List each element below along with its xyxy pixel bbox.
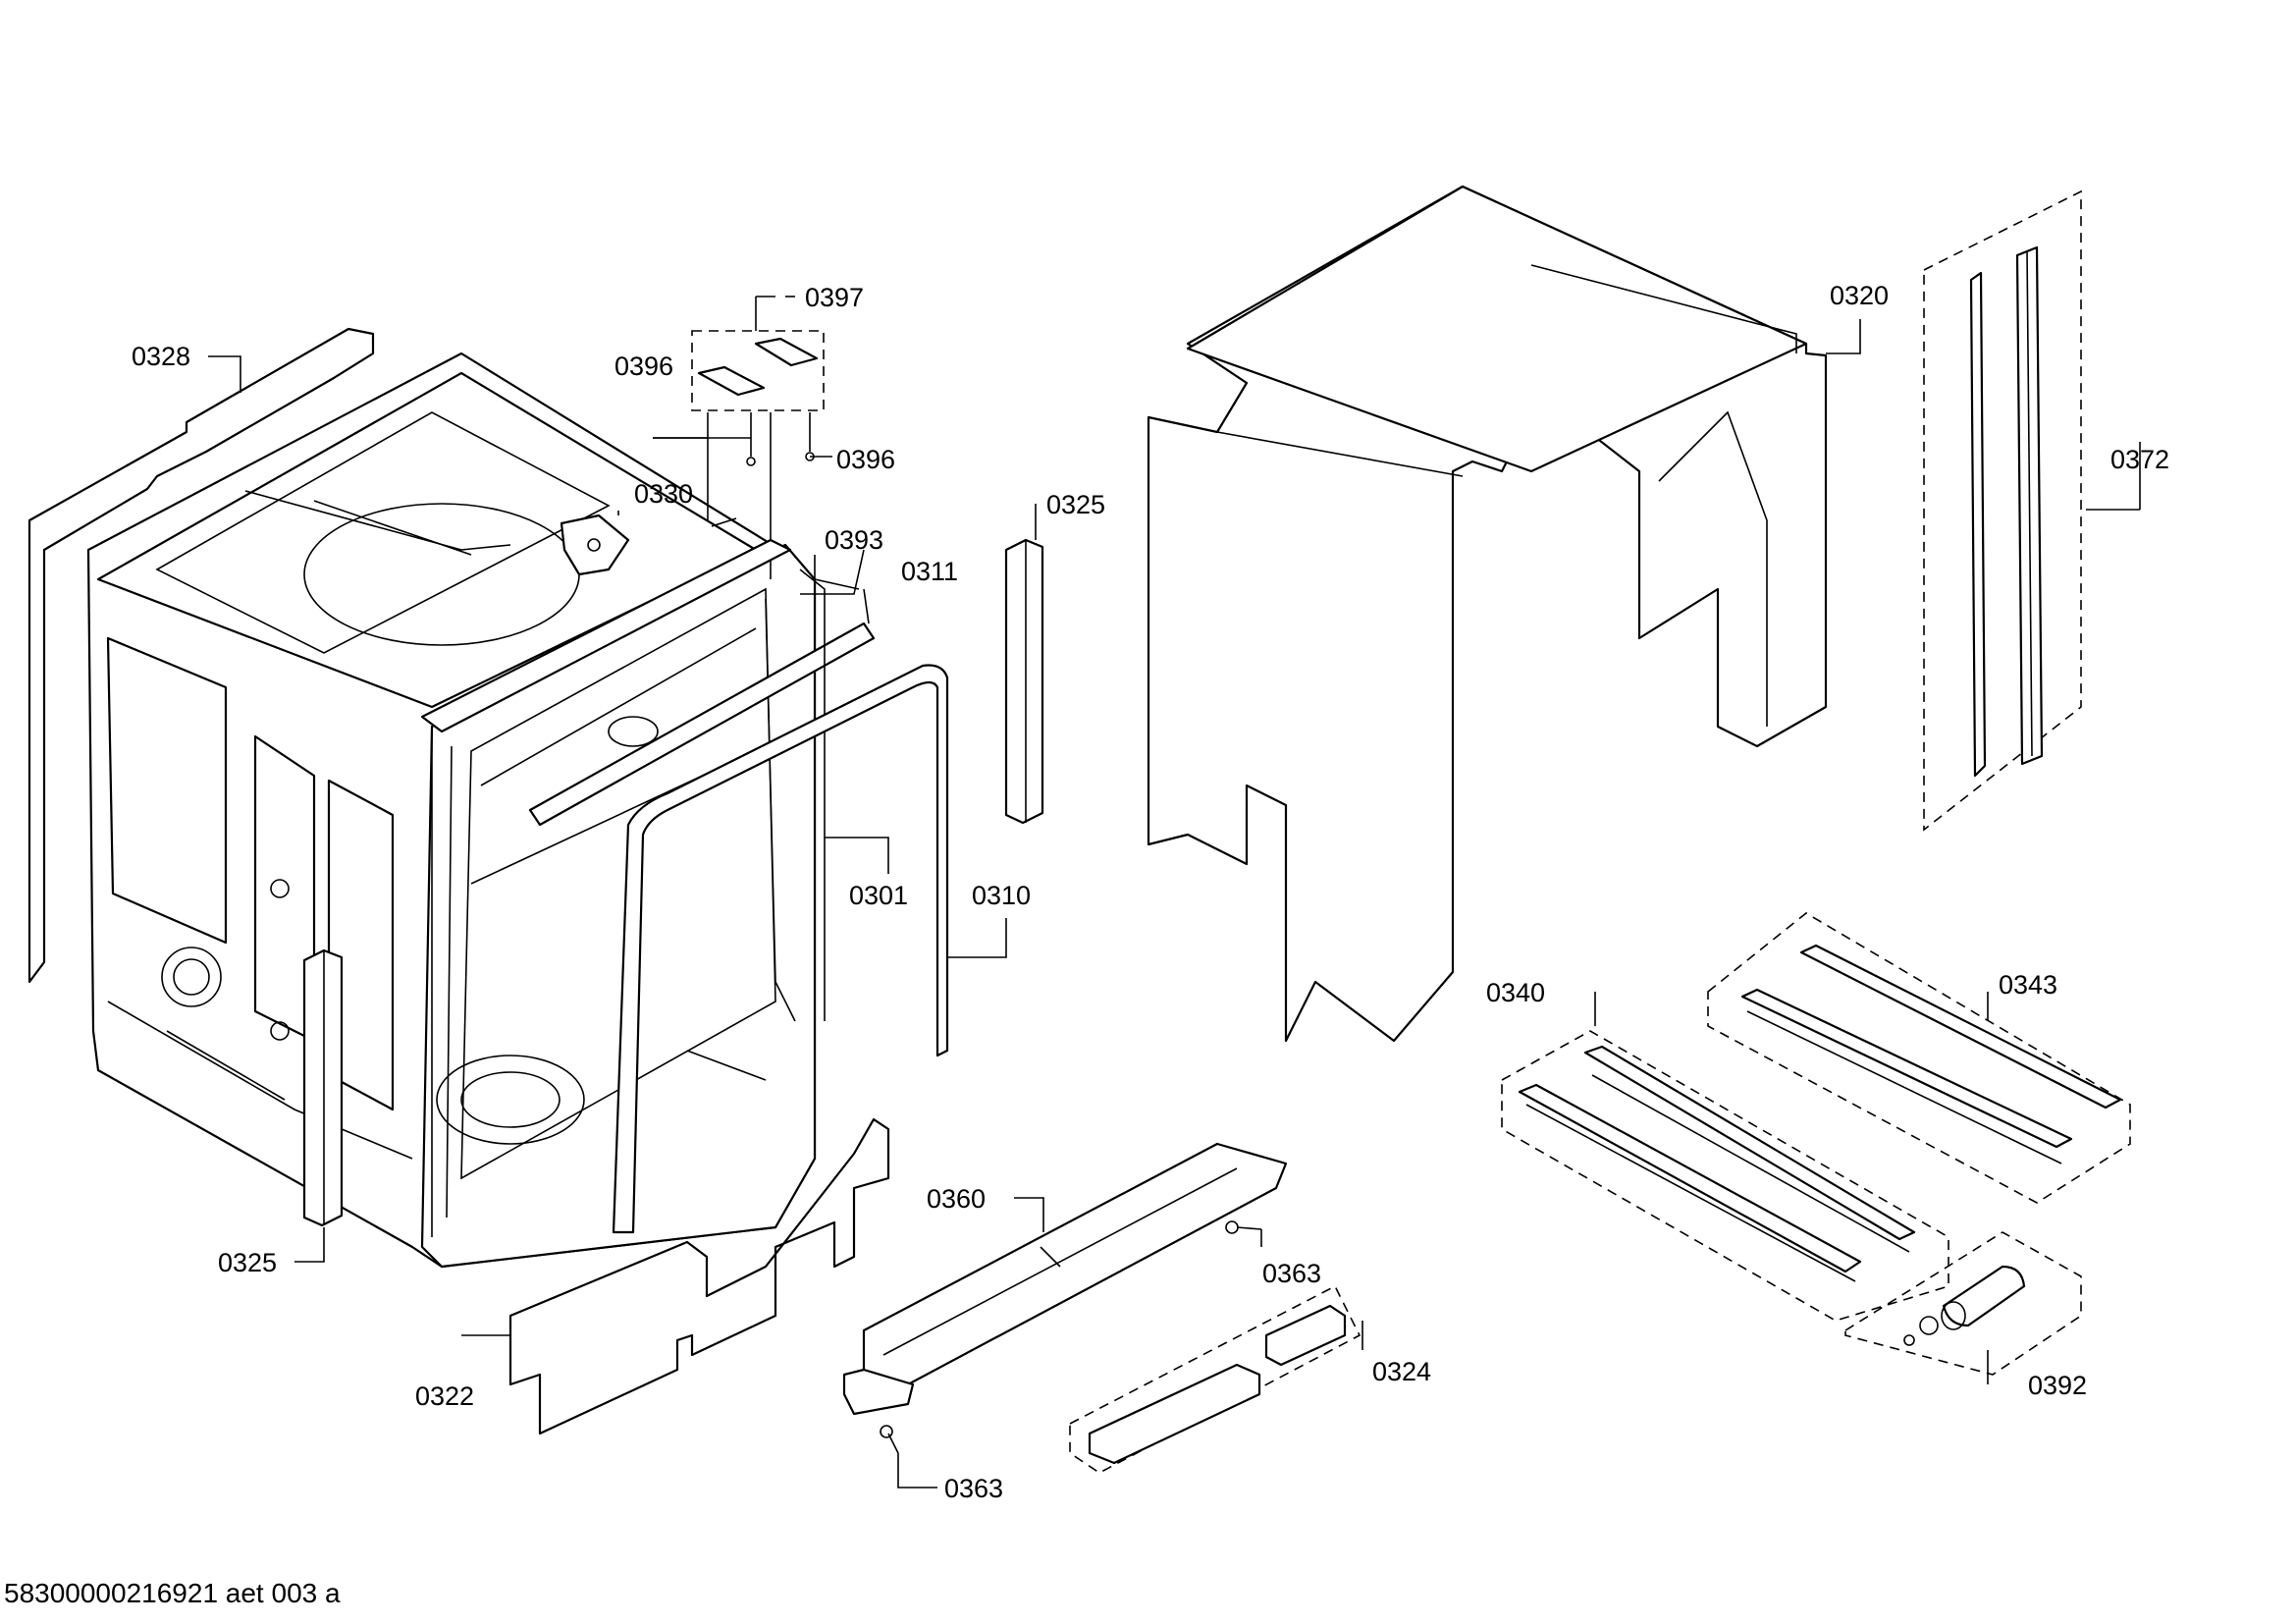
label-0396-top: 0396 xyxy=(614,352,673,381)
part-0328-insulation-mat xyxy=(27,327,375,984)
part-0392-fittings xyxy=(1844,1231,2082,1384)
label-0340: 0340 xyxy=(1486,978,1545,1007)
part-0363-screw-bottom xyxy=(880,1425,899,1454)
leader-lines xyxy=(208,296,2141,1489)
tub-body xyxy=(86,352,817,1269)
part-labels: 0328 0397 0396 0396 0330 0393 0311 0325 … xyxy=(132,281,2169,1503)
part-0322-insulation xyxy=(508,1117,890,1435)
part-0310-seal xyxy=(612,664,949,1234)
label-0363-lower: 0363 xyxy=(944,1474,1003,1503)
part-0320-insulation-cover xyxy=(1147,185,1828,1043)
label-0330: 0330 xyxy=(634,479,693,509)
part-0360-base-frame xyxy=(842,1142,1288,1416)
part-0372-side-rails xyxy=(1923,189,2140,832)
part-0301-seal xyxy=(799,568,826,1021)
part-0311-strip xyxy=(528,622,876,827)
part-0325-block-left xyxy=(302,948,344,1227)
label-0325-upper: 0325 xyxy=(1046,490,1105,519)
part-0393-frame xyxy=(420,538,792,1237)
part-0324-pads xyxy=(1069,1284,1362,1474)
part-0363-screw-top xyxy=(1225,1220,1262,1234)
label-0311: 0311 xyxy=(901,557,958,586)
part-0340-rail-set xyxy=(1501,992,1949,1322)
label-0328: 0328 xyxy=(132,342,190,371)
part-0330-bracket xyxy=(560,514,630,576)
label-0343: 0343 xyxy=(1999,970,2057,1000)
part-0325-block-right xyxy=(1004,538,1044,825)
label-0325-lower: 0325 xyxy=(218,1248,277,1277)
label-0372: 0372 xyxy=(2110,445,2169,474)
label-0360: 0360 xyxy=(927,1184,986,1214)
label-0392: 0392 xyxy=(2028,1371,2087,1400)
label-0324: 0324 xyxy=(1372,1357,1431,1386)
drawing-number: 58300000216921 aet 003 a xyxy=(4,1578,341,1608)
label-0301: 0301 xyxy=(849,881,908,910)
part-0343-rail-set xyxy=(1707,912,2131,1204)
label-0397: 0397 xyxy=(805,283,864,312)
label-0322: 0322 xyxy=(415,1381,474,1411)
part-0397-hinge-plates xyxy=(691,296,825,411)
label-0310: 0310 xyxy=(972,881,1031,910)
label-0396-right: 0396 xyxy=(836,445,895,474)
label-0320: 0320 xyxy=(1830,281,1889,310)
label-0393: 0393 xyxy=(825,525,883,555)
label-0363-upper: 0363 xyxy=(1262,1259,1321,1288)
